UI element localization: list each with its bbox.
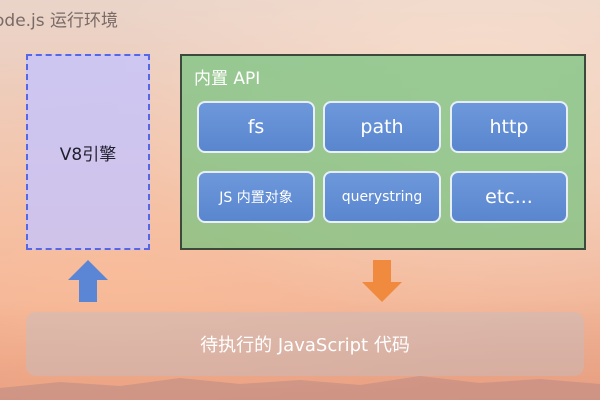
javascript-code-bar: 待执行的 JavaScript 代码 — [26, 312, 584, 376]
builtin-api-title: 内置 API — [194, 69, 261, 89]
v8-engine-label: V8引擎 — [59, 144, 117, 165]
v8-engine-box: V8引擎 — [26, 54, 150, 250]
arrow-down-icon — [362, 260, 402, 302]
api-item-querystring: querystring — [323, 171, 441, 223]
api-item-etc: etc... — [450, 171, 568, 223]
builtin-api-box: 内置 API fs path http JS 内置对象 querystring … — [180, 54, 586, 250]
javascript-code-label: 待执行的 JavaScript 代码 — [200, 335, 410, 356]
mountain-silhouette — [0, 376, 600, 400]
api-item-js-builtin-objects: JS 内置对象 — [197, 171, 315, 223]
api-item-fs: fs — [197, 101, 315, 153]
arrow-up-icon — [68, 260, 108, 302]
diagram-title: ode.js 运行环境 — [0, 11, 119, 31]
api-item-path: path — [323, 101, 441, 153]
api-item-http: http — [450, 101, 568, 153]
